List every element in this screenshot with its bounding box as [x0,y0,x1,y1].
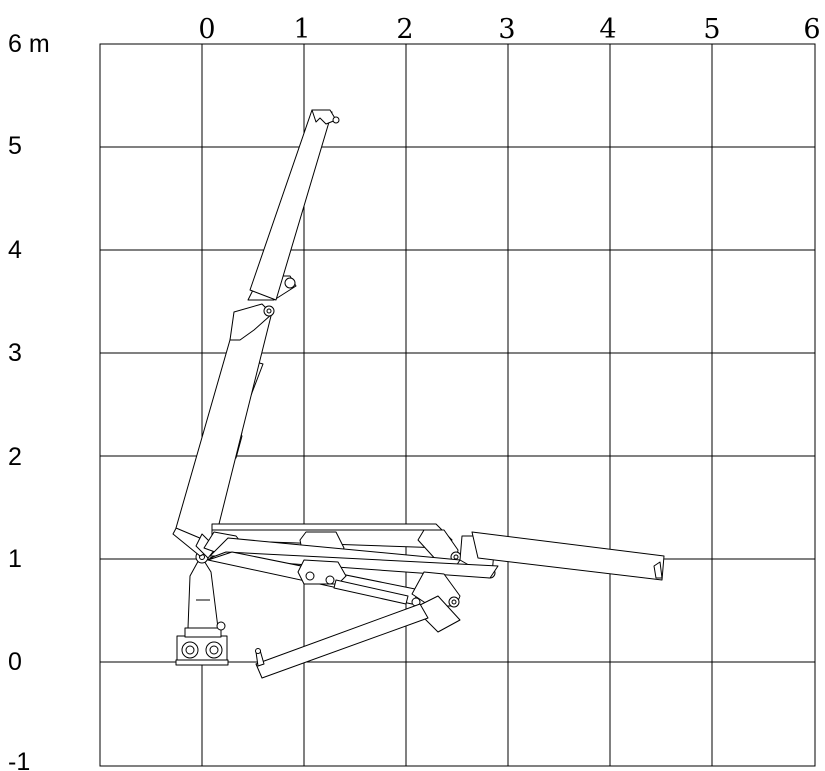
y-tick-label: 5 [8,132,22,160]
column-collar [184,627,222,638]
base-bolt-left-inner [185,645,195,655]
base-bolt-right-inner [209,645,219,655]
horizontal-boom-extension [471,531,665,581]
folded-boom-tip-pin [255,648,261,654]
raised-boom [172,109,340,559]
grid-border [99,43,816,767]
base-bolt-right [205,641,223,659]
x-tick-label: 1 [293,14,310,45]
raised-boom-joint-pin [263,305,275,317]
crane-drawing [172,109,665,679]
x-tick-label: 2 [396,14,413,45]
folded-boom-bracket [413,595,461,633]
x-axis-labels: 0 1 2 3 4 5 6 [198,14,820,45]
crane-column [187,555,219,629]
x-tick-label: 6 [803,14,820,45]
crane-base [175,550,229,666]
folded-mid-pin-left [305,571,315,581]
raised-boom-lower-section [175,311,273,545]
folded-knuckle-pin [448,596,460,608]
folded-mid-pin-right [325,575,335,585]
base-bolt-left [181,641,199,659]
horizontal-boom-second-arm [209,551,499,579]
raised-boom-tip [311,109,337,125]
column-knob [216,621,226,631]
knuckle-right-pin-inner [453,554,459,560]
y-axis-labels: 6 m 5 4 3 2 1 0 -1 [8,30,50,771]
raised-boom-tip-pin [332,116,340,124]
x-tick-label: 0 [198,14,215,45]
y-tick-label: 3 [8,339,22,367]
raised-boom-bracket-pin [284,277,296,289]
folded-boom-cylinder [333,579,409,605]
x-tick-label: 5 [703,14,720,45]
horizontal-boom [203,523,665,581]
x-tick-label: 3 [498,14,515,45]
y-tick-label: 6 m [8,30,50,58]
base-foot [175,659,229,666]
y-tick-label: 2 [8,443,22,471]
folded-knuckle-pin-inner [451,599,457,605]
raised-boom-joint-pin-inner [266,308,272,314]
folded-boom [207,551,461,679]
y-tick-label: -1 [8,748,30,771]
raised-boom-extension [249,109,333,301]
y-tick-label: 1 [8,545,22,573]
folded-boom-extension [255,603,429,679]
y-tick-label: 4 [8,236,22,264]
horizontal-boom-tip [653,561,663,579]
y-tick-label: 0 [8,648,22,676]
x-tick-label: 4 [599,14,616,45]
